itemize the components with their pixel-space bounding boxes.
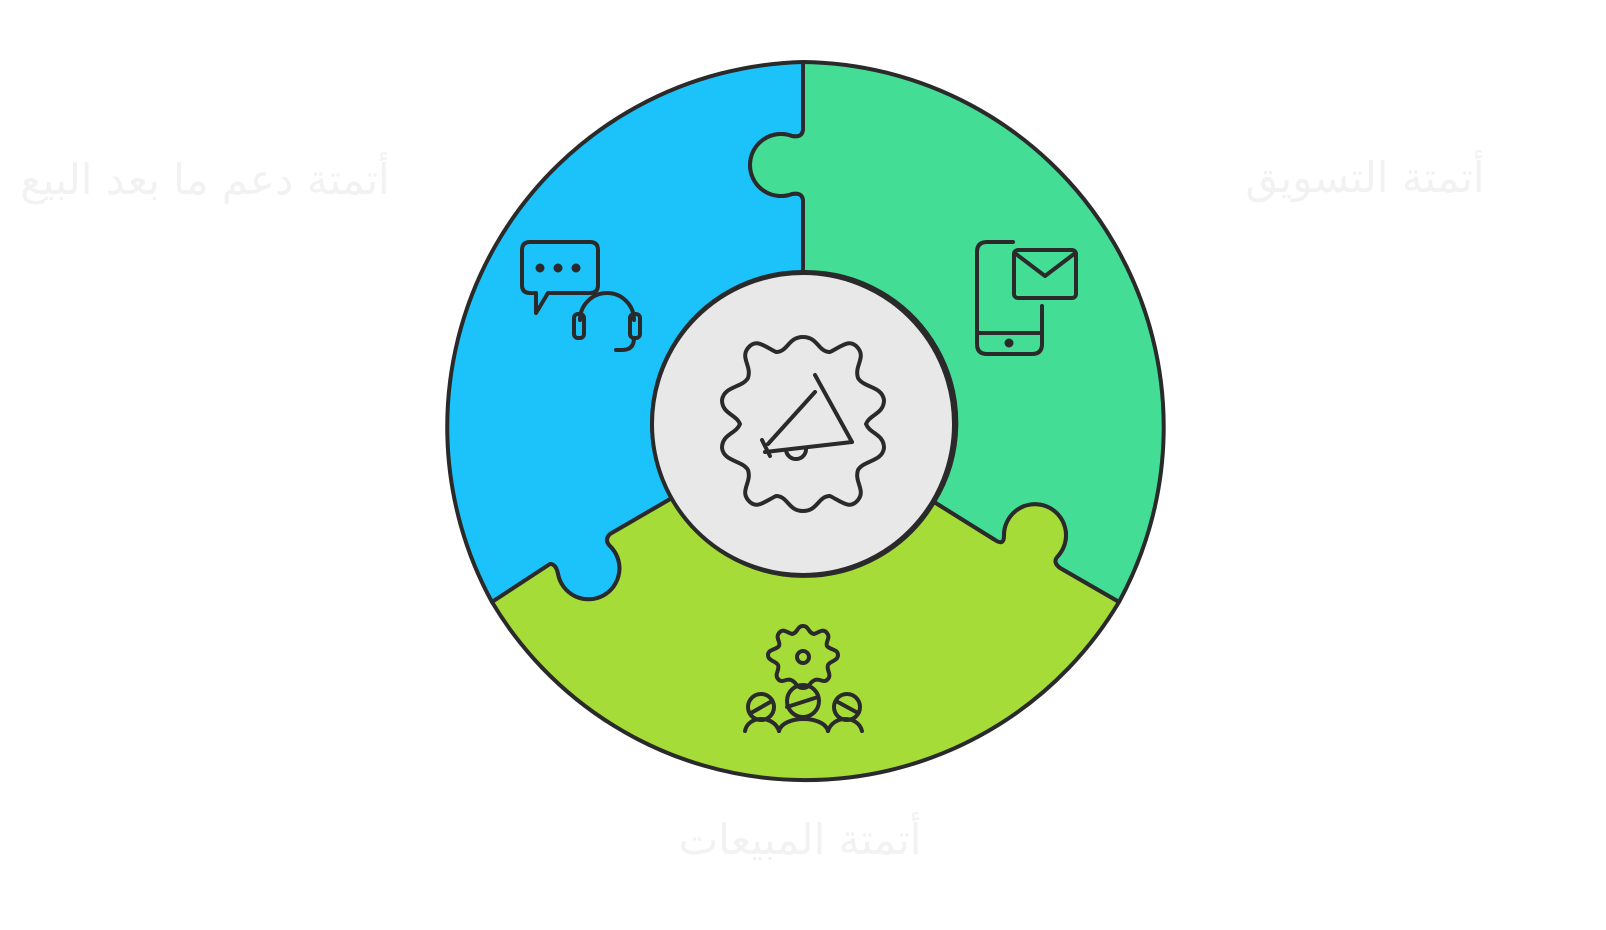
label-marketing: أتمتة التسويق xyxy=(1245,153,1485,202)
team-gear-icon xyxy=(743,624,864,733)
label-sales: أتمتة المبيعات xyxy=(678,815,922,864)
segment-sales xyxy=(490,496,1121,783)
gear-megaphone-icon xyxy=(720,335,886,513)
label-post-sale-support: أتمتة دعم ما بعد البيع xyxy=(20,155,390,204)
phone-mail-icon xyxy=(975,240,1078,356)
chat-headset-icon xyxy=(520,240,642,352)
center-hub xyxy=(650,271,956,577)
